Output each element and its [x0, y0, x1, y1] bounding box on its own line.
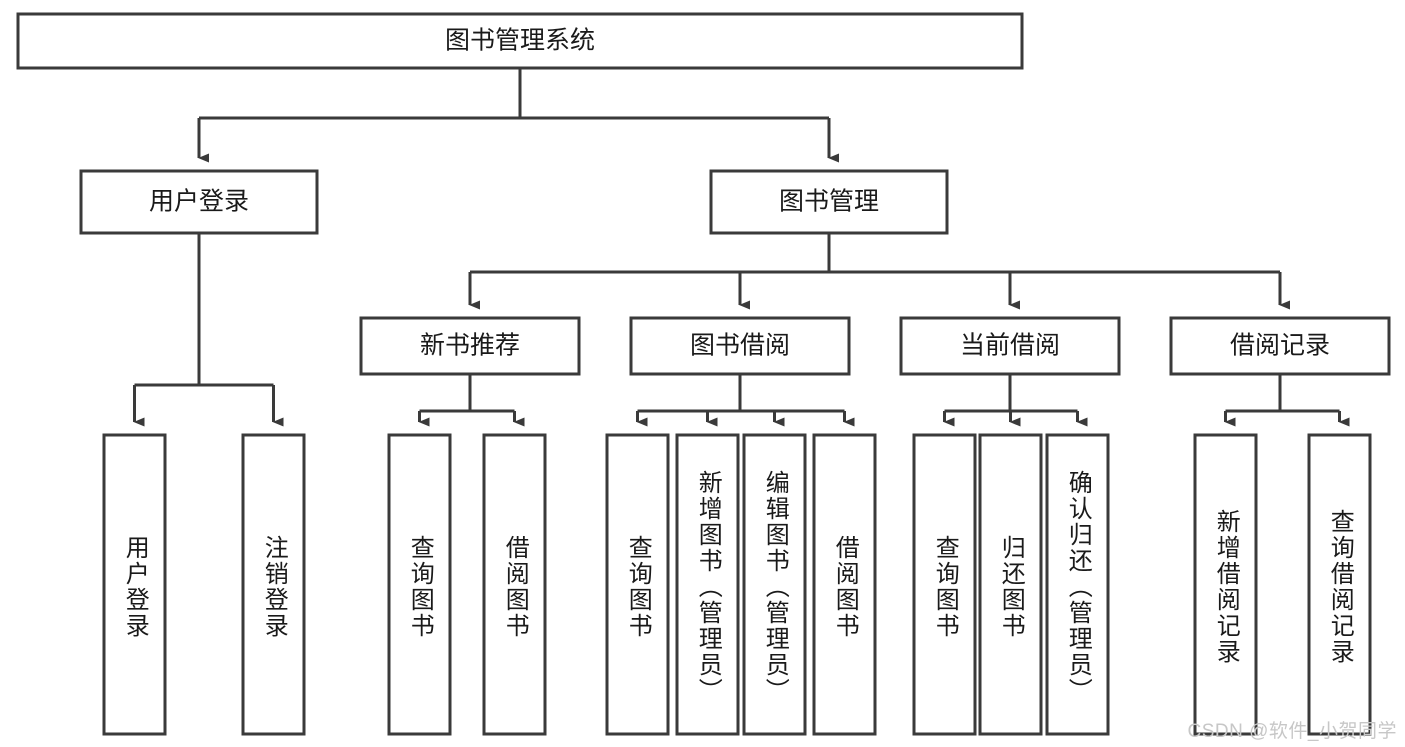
level3-node-current-borrow[interactable]: 当前借阅 — [899, 316, 1121, 376]
leaf-node-leaf-user-login[interactable] — [102, 433, 167, 736]
box-leaf-logout[interactable] — [241, 433, 306, 736]
leaf-node-leaf-query-book-cur[interactable] — [912, 433, 977, 736]
label-user-login: 用户登录 — [149, 188, 249, 216]
box-book-borrow[interactable] — [629, 316, 851, 376]
box-current-borrow[interactable] — [899, 316, 1121, 376]
leaf-node-leaf-logout[interactable] — [241, 433, 306, 736]
level3-node-new-book-recommend[interactable]: 新书推荐 — [359, 316, 581, 376]
level2-node-book-manage[interactable]: 图书管理 — [709, 169, 949, 235]
box-new-book-recommend[interactable] — [359, 316, 581, 376]
label-root: 图书管理系统 — [445, 27, 595, 55]
watermark-text: CSDN @软件_小贺同学 — [1187, 721, 1397, 742]
label-current-borrow: 当前借阅 — [960, 332, 1060, 360]
leaf-node-leaf-borrow-book[interactable] — [812, 433, 877, 736]
leaf-node-leaf-return-book[interactable] — [978, 433, 1043, 736]
box-leaf-return-book[interactable] — [978, 433, 1043, 736]
level2-node-user-login[interactable]: 用户登录 — [79, 169, 319, 235]
level3-node-borrow-record[interactable]: 借阅记录 — [1169, 316, 1391, 376]
box-leaf-query-book-borrow[interactable] — [605, 433, 670, 736]
box-book-manage[interactable] — [709, 169, 949, 235]
box-leaf-borrow-book[interactable] — [812, 433, 877, 736]
leaf-node-leaf-edit-book[interactable] — [742, 433, 807, 736]
label-borrow-record: 借阅记录 — [1230, 332, 1330, 360]
label-book-borrow: 图书借阅 — [690, 332, 790, 360]
box-leaf-edit-book[interactable] — [742, 433, 807, 736]
box-leaf-confirm-return[interactable] — [1045, 433, 1110, 736]
box-leaf-query-book-cur[interactable] — [912, 433, 977, 736]
label-book-manage: 图书管理 — [779, 188, 879, 216]
leaf-node-leaf-query-book-rec[interactable] — [387, 433, 452, 736]
box-borrow-record[interactable] — [1169, 316, 1391, 376]
level3-node-book-borrow[interactable]: 图书借阅 — [629, 316, 851, 376]
connector-lines — [133, 68, 1350, 427]
leaf-node-leaf-borrow-book-rec[interactable] — [482, 433, 547, 736]
root-node-root[interactable]: 图书管理系统 — [16, 12, 1024, 70]
leaf-node-leaf-confirm-return[interactable] — [1045, 433, 1110, 736]
box-leaf-add-book[interactable] — [675, 433, 740, 736]
box-leaf-query-record[interactable] — [1307, 433, 1372, 736]
box-user-login[interactable] — [79, 169, 319, 235]
leaf-node-leaf-add-book[interactable] — [675, 433, 740, 736]
box-root[interactable] — [16, 12, 1024, 70]
leaf-node-leaf-query-book-borrow[interactable] — [605, 433, 670, 736]
box-leaf-add-record[interactable] — [1193, 433, 1258, 736]
label-new-book-recommend: 新书推荐 — [420, 332, 520, 360]
leaf-node-leaf-add-record[interactable] — [1193, 433, 1258, 736]
box-leaf-query-book-rec[interactable] — [387, 433, 452, 736]
box-leaf-user-login[interactable] — [102, 433, 167, 736]
box-leaf-borrow-book-rec[interactable] — [482, 433, 547, 736]
leaf-node-leaf-query-record[interactable] — [1307, 433, 1372, 736]
